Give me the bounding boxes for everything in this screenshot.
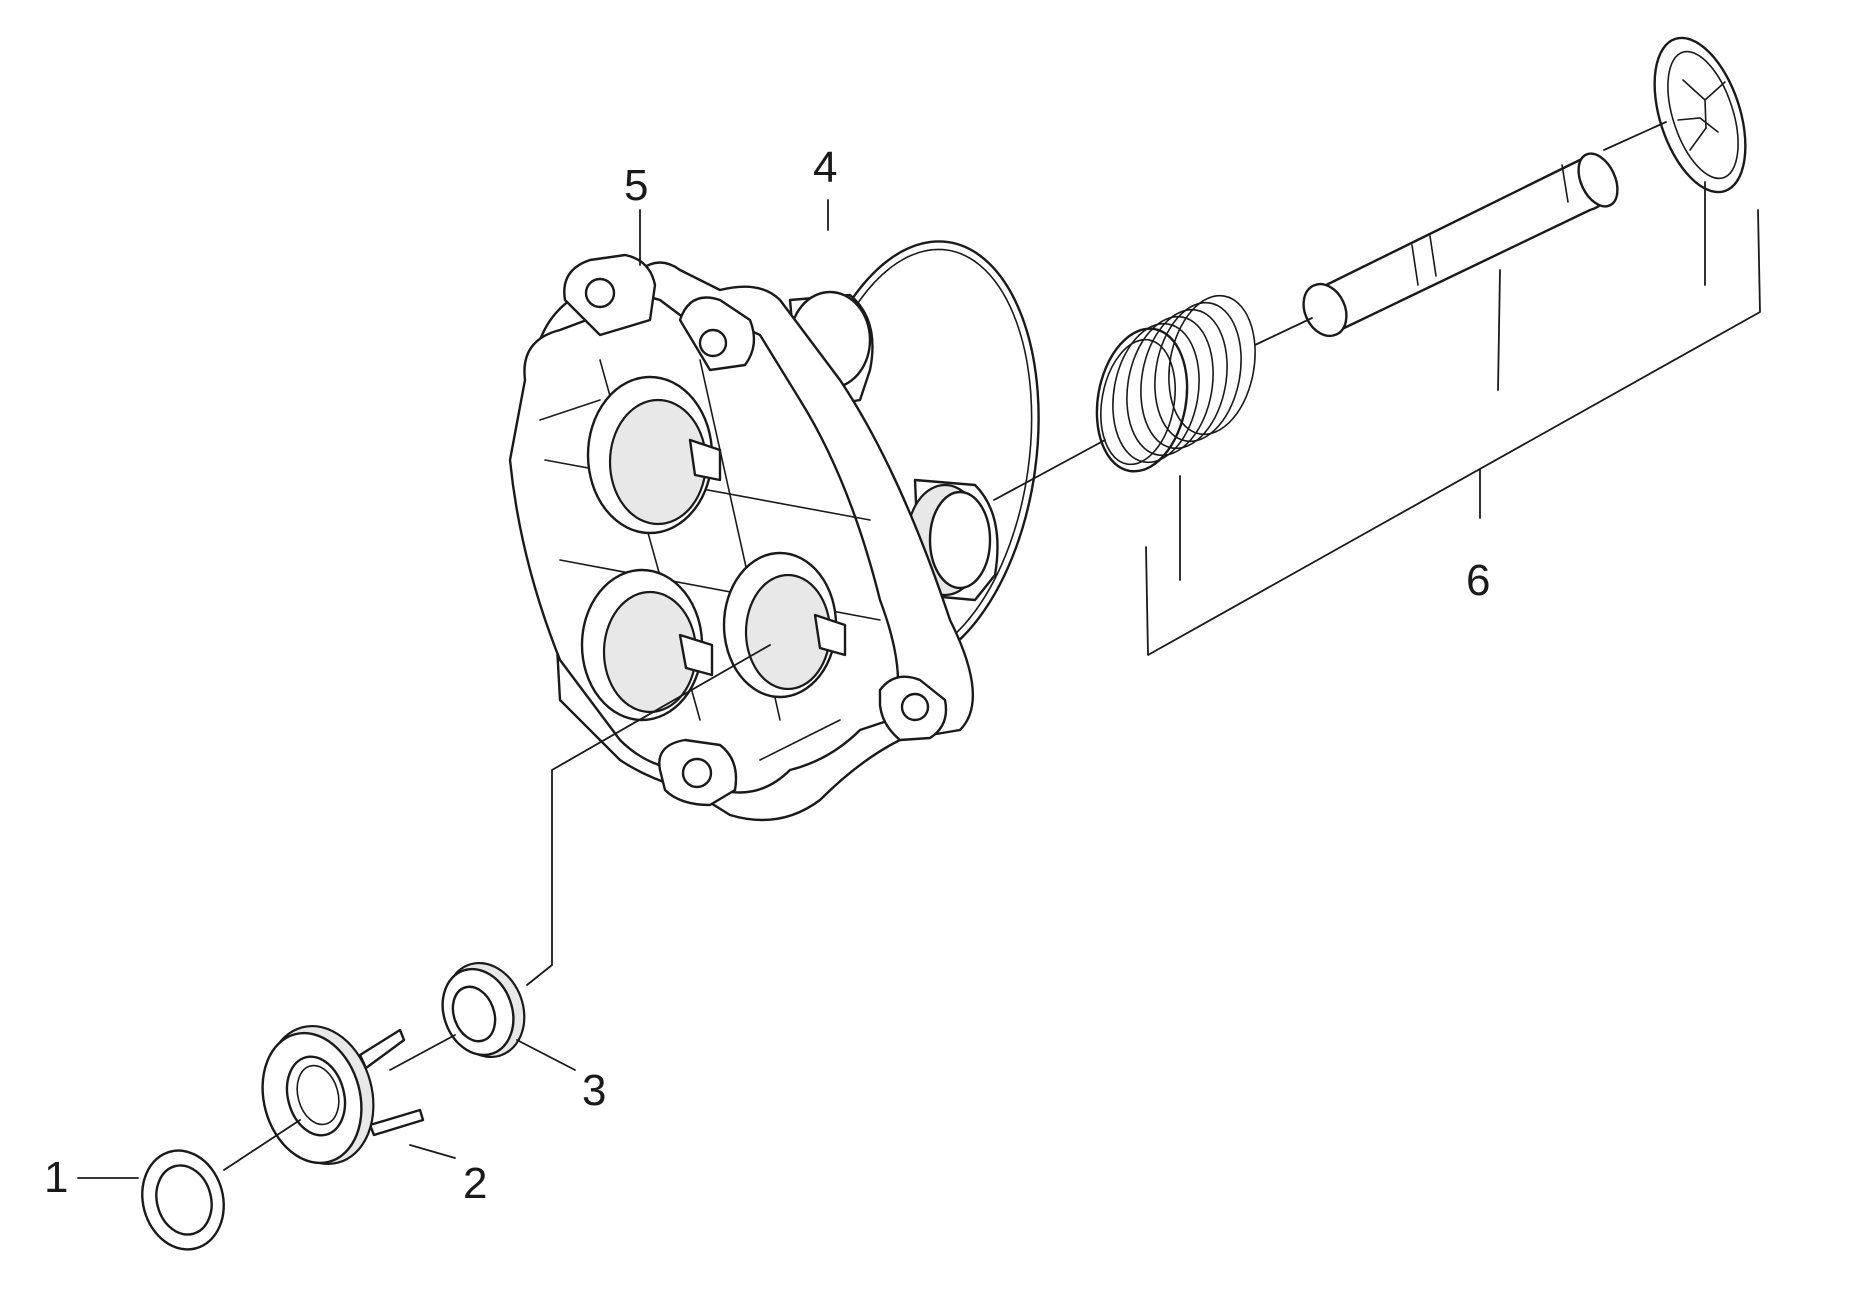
callout-3: 3 xyxy=(582,1066,606,1115)
callout-5: 5 xyxy=(624,161,648,210)
valve-bore-upper xyxy=(586,375,722,535)
valve-bore-lower-left xyxy=(580,568,714,722)
part-3-seal xyxy=(441,961,526,1059)
callout-1: 1 xyxy=(44,1153,68,1202)
callout-6: 6 xyxy=(1466,556,1490,605)
part-6-piston xyxy=(1302,152,1619,338)
valve-bore-lower-right xyxy=(722,551,847,699)
callout-4: 4 xyxy=(813,143,837,192)
part-1-washer xyxy=(141,1149,225,1251)
callout-2: 2 xyxy=(463,1159,487,1208)
part-6-spring xyxy=(1095,294,1256,473)
leader-lines xyxy=(77,121,1761,1179)
part-2-valve-cage xyxy=(261,1024,425,1166)
part-5-housing xyxy=(508,253,999,822)
part-6-retainer xyxy=(1653,36,1747,194)
